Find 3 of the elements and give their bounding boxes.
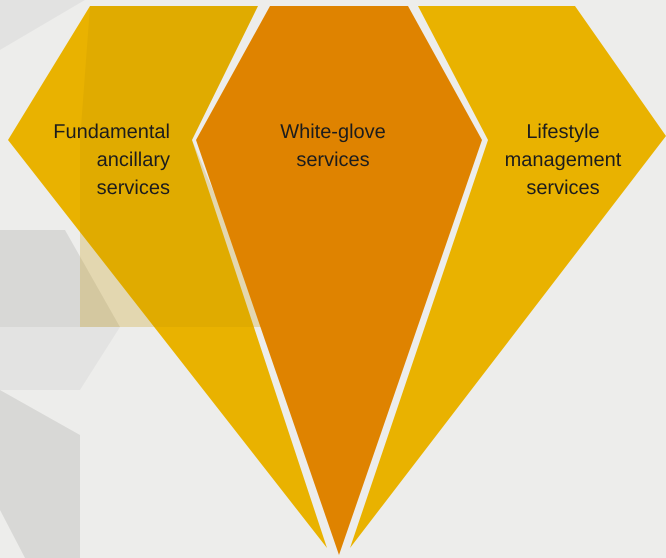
node-label: White-glove services [279,120,387,173]
node-label: Lifestyle management services [504,120,622,201]
node-label: Fundamental ancillary services [52,120,170,201]
